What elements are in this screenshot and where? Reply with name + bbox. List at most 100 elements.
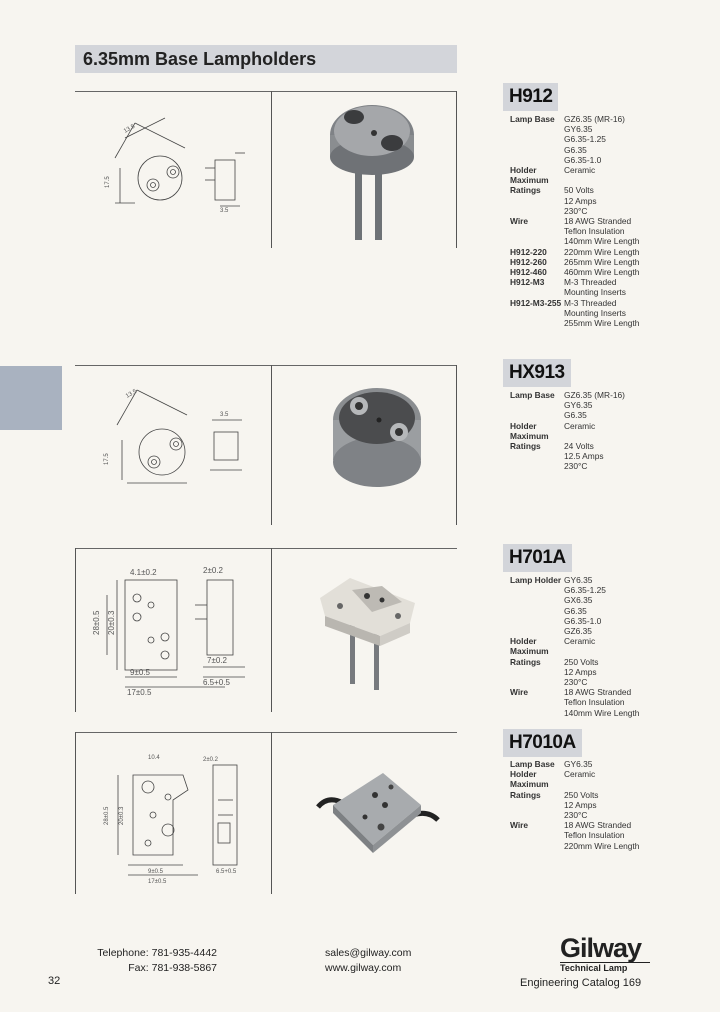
spec-row: 140mm Wire Length [510, 236, 710, 246]
spec-key [510, 236, 564, 246]
spec-key [510, 226, 564, 236]
website-link[interactable]: www.gilway.com [325, 962, 402, 974]
spec-key [510, 626, 564, 636]
spec-key [510, 606, 564, 616]
spec-key [510, 308, 564, 318]
spec-value [564, 175, 710, 185]
spec-value: 460mm Wire Length [564, 267, 640, 278]
spec-value: 18 AWG Stranded [564, 820, 632, 831]
spec-key [510, 697, 564, 707]
svg-text:13.5: 13.5 [125, 388, 139, 399]
fax-number: 781-938-5867 [151, 962, 217, 974]
spec-key: Ratings [510, 441, 541, 452]
product-panel-h912 [75, 91, 457, 248]
spec-value: 230°C [564, 677, 588, 688]
technical-drawing-h701a: 4.1±0.2 2±0.2 28±0.5 20±0.3 9±0.5 17±0.5… [85, 555, 255, 703]
spec-value: Ceramic [564, 420, 596, 431]
spec-key [510, 410, 564, 420]
spec-value: 18 AWG Stranded [564, 216, 632, 227]
spec-key [510, 206, 564, 216]
spec-row: G6.35 [510, 145, 710, 155]
spec-value: 230°C [564, 205, 588, 216]
svg-text:9±0.5: 9±0.5 [130, 668, 151, 677]
spec-value: G6.35-1.25 [564, 134, 606, 145]
spec-key: Lamp Base [510, 114, 555, 124]
spec-row: Maximum [510, 646, 710, 656]
spec-key: Maximum [510, 430, 549, 441]
spec-value: 12 Amps [564, 195, 597, 206]
spec-row: G6.35 [510, 410, 710, 420]
spec-key: H912-220 [510, 246, 547, 257]
spec-value: GZ6.35 (MR-16) [564, 390, 625, 400]
spec-key [510, 708, 564, 718]
spec-key [510, 196, 564, 206]
spec-key: Lamp Base [510, 759, 555, 769]
spec-value: Teflon Insulation [564, 830, 625, 841]
spec-value: 24 Volts [564, 441, 594, 452]
product-photo-h912 [322, 95, 432, 245]
spec-value: 50 Volts [564, 185, 594, 196]
telephone-number[interactable]: 781-935-4442 [151, 947, 217, 959]
spec-row: G6.35 [510, 606, 710, 616]
spec-key: Maximum [510, 175, 549, 186]
spec-key: H912-M3 [510, 277, 545, 288]
spec-key: H912-460 [510, 267, 547, 278]
product-panel-h701a [75, 548, 457, 712]
spec-value: GX6.35 [564, 595, 593, 606]
spec-row: G6.35-1.0 [510, 616, 710, 626]
spec-key [510, 124, 564, 134]
spec-key [510, 810, 564, 820]
spec-key: H912-M3-255 [510, 297, 562, 308]
model-title-h912: H912 [503, 83, 559, 111]
spec-row: G6.35-1.25 [510, 134, 710, 144]
divider [75, 548, 457, 549]
spec-row: 230°C [510, 461, 710, 471]
spec-row: Teflon Insulation [510, 830, 710, 840]
spec-value: M-3 Threaded [564, 297, 617, 308]
spec-row: 12 Amps [510, 800, 710, 810]
spec-value: 18 AWG Stranded [564, 687, 632, 698]
spec-row: 220mm Wire Length [510, 841, 710, 851]
technical-drawing-hx913: 13.5 17.5 3.5 [92, 380, 252, 505]
svg-text:20±0.3: 20±0.3 [107, 610, 116, 635]
spec-key: Wire [510, 687, 529, 698]
spec-value: 12.5 Amps [564, 451, 604, 462]
spec-value: Ceramic [564, 769, 596, 780]
spec-key [510, 841, 564, 851]
spec-value: GY6.35 [564, 759, 593, 769]
spec-value: 265mm Wire Length [564, 256, 640, 267]
spec-value: 140mm Wire Length [564, 707, 640, 718]
spec-key [510, 400, 564, 410]
spec-value: GZ6.35 [564, 626, 592, 637]
spec-value: M-3 Threaded [564, 277, 617, 288]
spec-row: G6.35-1.0 [510, 155, 710, 165]
product-panel-h7010a [75, 732, 457, 894]
spec-row: GX6.35 [510, 595, 710, 605]
spec-value: 250 Volts [564, 789, 599, 800]
spec-key: Ratings [510, 656, 541, 667]
technical-drawing-h912: 13.5 17.5 3.5 [95, 108, 255, 228]
spec-value: GY6.35 [564, 400, 593, 411]
spec-key [510, 616, 564, 626]
spec-value: G6.35-1.0 [564, 154, 602, 165]
email-link[interactable]: sales@gilway.com [325, 947, 412, 959]
spec-row: Teflon Insulation [510, 226, 710, 236]
spec-value: 250 Volts [564, 656, 599, 667]
svg-text:17.5: 17.5 [105, 176, 111, 188]
contact-phone: Telephone: 781-935-4442 [72, 947, 217, 959]
svg-text:17.5: 17.5 [104, 453, 110, 465]
spec-key [510, 800, 564, 810]
spec-row: GZ6.35 [510, 626, 710, 636]
fax-label: Fax: [128, 962, 149, 974]
